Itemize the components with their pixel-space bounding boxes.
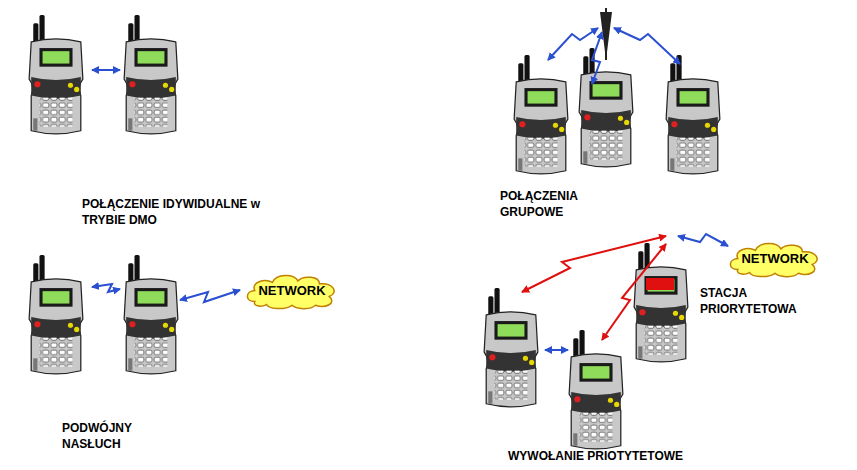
network-cloud: NETWORK <box>726 240 824 277</box>
caption-label: WYWOŁANIE PRIOTYTETOWE <box>508 448 768 464</box>
caption-label: POŁĄCZENIE IDYWIDUALNE w TRYBIE DMO <box>82 196 272 228</box>
caption-label: PODWÓJNY NASŁUCH <box>62 420 172 452</box>
node-text: NETWORK <box>741 251 808 266</box>
node-text: NETWORK <box>258 283 325 298</box>
caption-label: STACJA PRIORYTETOWA <box>700 285 820 317</box>
network-cloud: NETWORK <box>243 272 341 309</box>
caption-label: POŁĄCZENIA GRUPOWE <box>500 188 610 220</box>
priority-screen <box>646 278 674 290</box>
